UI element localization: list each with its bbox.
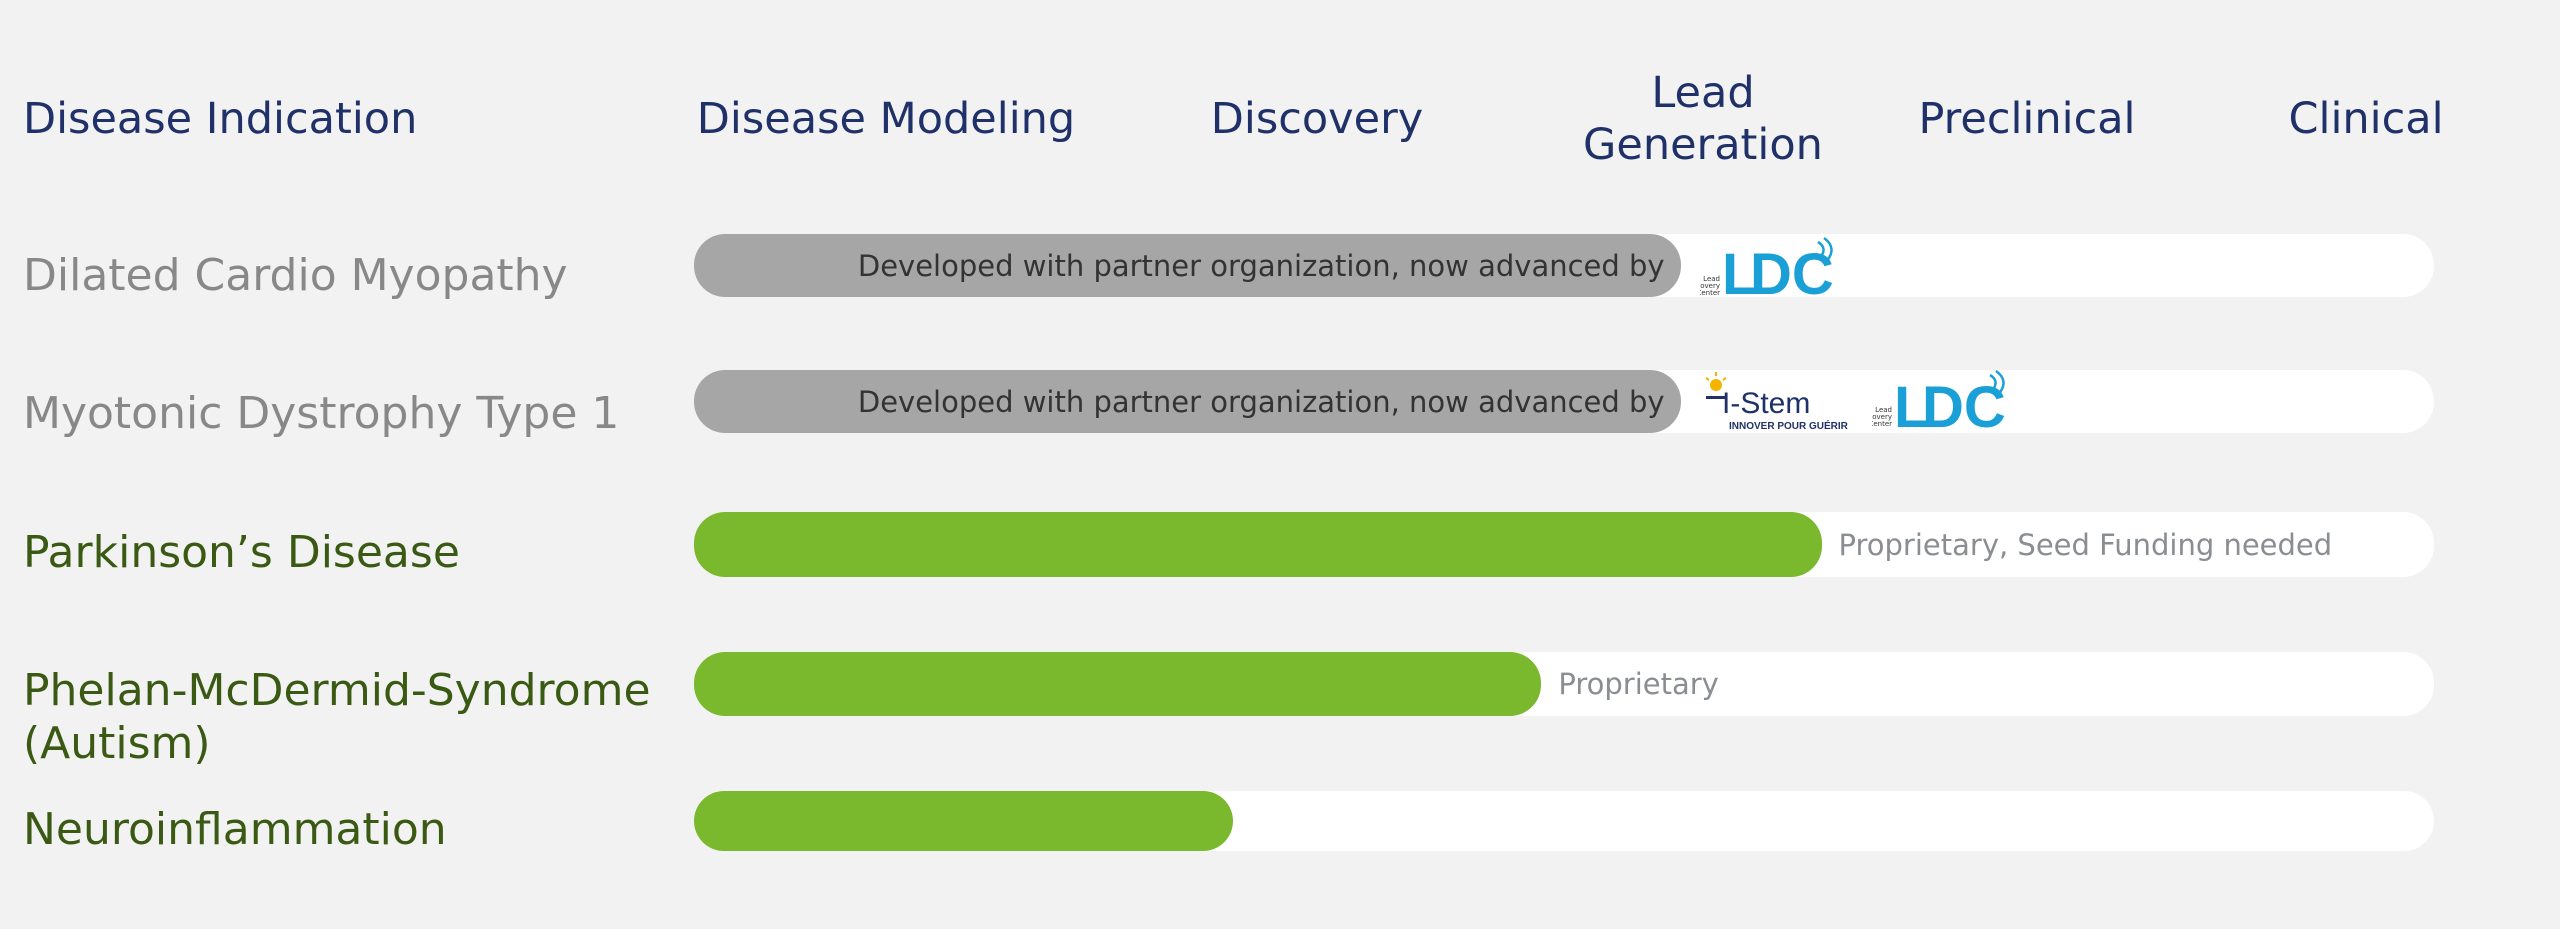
ldc2-small-3: Center [1872,420,1892,428]
header-stage-lead-generation: Lead Generation [1503,67,1903,171]
header-lead-line1: Lead [1651,68,1755,118]
header-lead-line2: Generation [1583,120,1823,170]
ldc-logo-2: Lead Discovery Center L DC [1872,370,2006,433]
ldc2-letters-dc: DC [1922,375,2006,433]
istem-logo: I-Stem INNOVER POUR GUÉRIR [1705,372,1849,432]
row-label-phelan-line2: (Autism) [23,718,211,769]
ldc2-small-2: Discovery [1872,413,1892,421]
istem-tagline: INNOVER POUR GUÉRIR [1729,419,1849,432]
row-label-myotonic-dystrophy: Myotonic Dystrophy Type 1 [23,388,620,439]
row-label-phelan-mcdermid: Phelan-McDermid-Syndrome (Autism) [23,664,651,770]
note-parkinsons: Proprietary, Seed Funding needed [1838,527,2333,562]
ldc2-small-1: Lead [1875,406,1892,414]
row-label-dilated-cardio-myopathy: Dilated Cardio Myopathy [23,250,568,301]
bar-text-dm1: Developed with partner organization, now… [857,384,1665,419]
istem-sun [1710,379,1722,391]
istem-name: I-Stem [1722,387,1810,420]
header-disease-indication: Disease Indication [23,94,418,144]
ldc-letter-l: L [1722,242,1757,297]
progress-bar-dcm: Developed with partner organization, now… [694,234,1681,297]
progress-track-dm1: Developed with partner organization, now… [694,370,2434,433]
istem-sun-rays [1705,372,1727,381]
ldc-letters-dc: DC [1750,242,1834,297]
progress-track-dcm: Developed with partner organization, now… [694,234,2434,297]
progress-bar-neuroinflammation [694,791,1234,851]
header-stage-discovery: Discovery [1210,94,1424,144]
row-label-parkinsons: Parkinson’s Disease [23,527,460,578]
progress-track-phelan: Proprietary [694,652,2434,716]
ldc-small-1: Lead [1703,275,1720,283]
progress-bar-dm1: Developed with partner organization, now… [694,370,1681,433]
istem-dash [1706,396,1726,399]
progress-bar-phelan [694,652,1542,716]
ldc2-letter-l: L [1894,375,1929,433]
ldc-logo: Lead Discovery Center L DC [1700,236,1834,297]
progress-track-parkinsons: Proprietary, Seed Funding needed [694,512,2434,577]
header-stage-clinical: Clinical [2288,94,2444,144]
header-stage-disease-modeling: Disease Modeling [696,94,1076,144]
bar-text-dcm: Developed with partner organization, now… [857,248,1665,283]
note-phelan: Proprietary [1558,667,1719,701]
header-stage-preclinical: Preclinical [1918,94,2136,144]
row-label-neuroinflammation: Neuroinflammation [23,804,447,855]
row-label-phelan-line1: Phelan-McDermid-Syndrome [23,665,651,716]
ldc-small-2: Discovery [1700,282,1720,290]
progress-bar-parkinsons [694,512,1822,577]
ldc-small-3: Center [1700,289,1720,297]
ldc-arc [1817,236,1833,263]
progress-track-neuroinflammation [694,791,2434,851]
ldc2-arc [1989,370,2005,396]
